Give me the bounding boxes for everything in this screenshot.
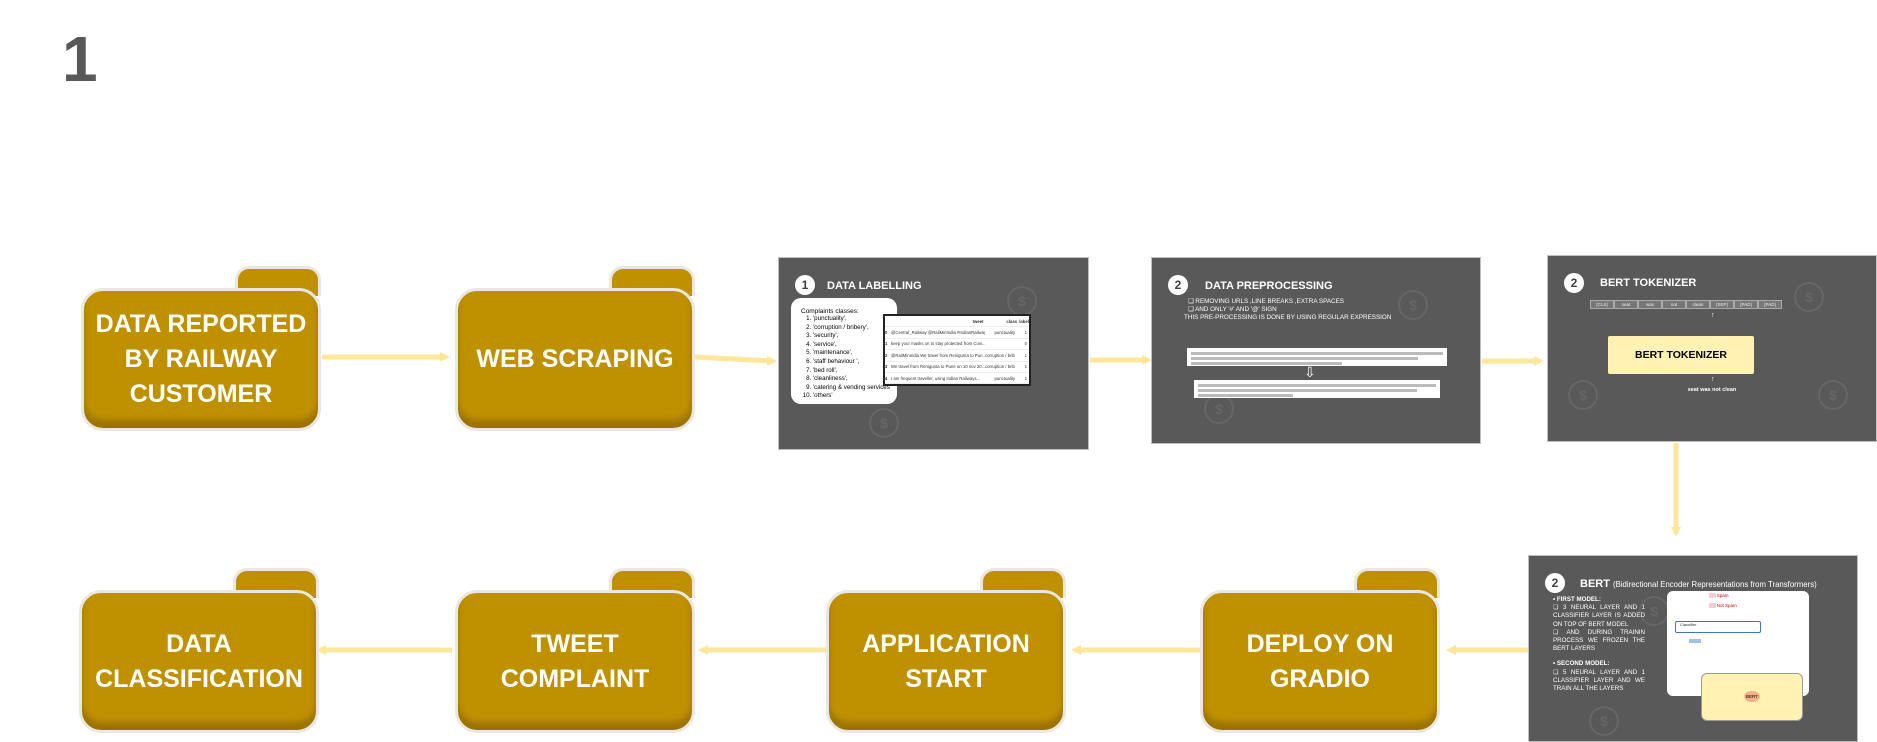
panel-bert: $ $ 2 BERT (Bidirectional Encoder Repres… bbox=[1528, 555, 1858, 742]
class-item: 'others' bbox=[813, 392, 897, 401]
folder-label: DEPLOY ON GRADIO bbox=[1246, 629, 1394, 693]
bert-architecture-diagram: Spam Not Spam Classifier BERT ... bbox=[1667, 591, 1809, 741]
token: was bbox=[1638, 300, 1662, 309]
down-arrow-icon: ⇩ bbox=[1304, 364, 1316, 380]
token: [PAD] bbox=[1734, 300, 1758, 309]
folder-label: DATA REPORTED BY RAILWAY CUSTOMER bbox=[95, 310, 307, 408]
tokenizer-input-text: seat was not clean bbox=[1687, 387, 1737, 393]
preprocessing-steps: ❏ REMOVING URLS ,LINE BREAKS ,EXTRA SPAC… bbox=[1184, 298, 1391, 322]
first-model-point: ❏ AND DURING TRAININ PROCESS WE FROZEN T… bbox=[1553, 628, 1645, 653]
table-header-cell: label bbox=[1019, 318, 1029, 324]
class-item: 'security', bbox=[813, 332, 897, 341]
class-item: 'corruption / bribery', bbox=[813, 324, 897, 333]
panel-title: DATA PREPROCESSING bbox=[1205, 280, 1333, 292]
class-item: 'bed roll', bbox=[813, 367, 897, 376]
folder-deploy-gradio: DEPLOY ON GRADIO bbox=[1200, 568, 1440, 733]
up-arrow-icon: ↑ bbox=[1711, 376, 1715, 383]
folder-application-start: APPLICATION START bbox=[826, 568, 1066, 733]
step-number: 2 bbox=[1168, 275, 1188, 295]
tokenizer-box: BERT TOKENIZER bbox=[1608, 336, 1754, 374]
folder-data-classification: DATA CLASSIFICATION bbox=[79, 568, 319, 733]
panel-title: BERT TOKENIZER bbox=[1600, 277, 1697, 289]
panel-title: BERT (Bidirectional Encoder Representati… bbox=[1580, 578, 1817, 590]
panel-title: DATA LABELLING bbox=[827, 280, 922, 292]
table-row: 3 We travel from Renigunta to Pune on 10… bbox=[885, 362, 1029, 373]
bert-model-description: • FIRST MODEL: ❏ 3 NEURAL LAYER AND 1 CL… bbox=[1553, 596, 1645, 693]
folder-label: DATA CLASSIFICATION bbox=[95, 629, 303, 693]
table-row: 1 keep your masks on to stay protected f… bbox=[885, 339, 1029, 351]
class-item: 'cleanliness', bbox=[813, 375, 897, 384]
panel-data-labelling: $ $ 1 DATA LABELLING Complaints classes:… bbox=[778, 257, 1089, 450]
table-header-cell: class bbox=[1006, 318, 1018, 324]
class-item: 'catering & vending services' bbox=[813, 384, 897, 393]
token: [SEP] bbox=[1710, 300, 1734, 309]
classes-header: Complaints classes: bbox=[801, 308, 859, 315]
first-model-title: • FIRST MODEL: bbox=[1553, 596, 1601, 603]
class-item: 'service', bbox=[813, 341, 897, 350]
token-sequence: [CLS] seat was not clean [SEP] [PAD] [PA… bbox=[1590, 300, 1782, 309]
preprocessing-note: THIS PRE-PROCESSING IS DONE BY USING REG… bbox=[1184, 314, 1392, 321]
up-arrow-icon: ↑ bbox=[1711, 312, 1715, 319]
table-row: 2 @RailMinIndia We travel from Renigunta… bbox=[885, 350, 1029, 362]
raw-tweet-sample bbox=[1187, 348, 1447, 366]
spam-label: Spam bbox=[1709, 593, 1729, 598]
token: [PAD] bbox=[1758, 300, 1782, 309]
table-row: 4 I am frequent traveller, using Indian … bbox=[885, 373, 1029, 385]
classes-list: 'punctuality', 'corruption / bribery', '… bbox=[791, 315, 897, 401]
folder-label: TWEET COMPLAINT bbox=[500, 629, 650, 693]
folder-data-reported: DATA REPORTED BY RAILWAY CUSTOMER bbox=[81, 266, 321, 431]
panel-data-preprocessing: $ $ 2 DATA PREPROCESSING ❏ REMOVING URLS… bbox=[1151, 257, 1481, 444]
classes-list-box: Complaints classes: 'punctuality', 'corr… bbox=[791, 298, 897, 404]
folder-web-scraping: WEB SCRAPING bbox=[455, 266, 695, 431]
bert-box: BERT bbox=[1701, 673, 1803, 721]
not-spam-label: Not Spam bbox=[1709, 603, 1737, 608]
table-header-row: tweet class label bbox=[885, 316, 1029, 328]
clean-tweet-sample bbox=[1194, 380, 1440, 398]
class-item: 'staff behaviour ', bbox=[813, 358, 897, 367]
token: clean bbox=[1686, 300, 1710, 309]
folder-label: WEB SCRAPING bbox=[476, 345, 674, 373]
panel-bert-tokenizer: $ $ $ 2 BERT TOKENIZER [CLS] seat was no… bbox=[1547, 255, 1877, 442]
second-model-point: ❏ 5 NEURAL LAYER AND 1 CLASSIFIER LAYER … bbox=[1553, 668, 1645, 693]
ellipsis: ... bbox=[1785, 737, 1792, 742]
class-item: 'punctuality', bbox=[813, 315, 897, 324]
labelled-data-table: tweet class label 0 @Central_Railway @Ra… bbox=[883, 314, 1031, 386]
first-model-point: ❏ 3 NEURAL LAYER AND 1 CLASSIFIER LAYER … bbox=[1553, 604, 1645, 628]
folder-tweet-complaint: TWEET COMPLAINT bbox=[455, 568, 695, 733]
table-header-cell: tweet bbox=[972, 318, 984, 324]
classifier-box: Classifier bbox=[1675, 621, 1761, 633]
class-item: 'maintenance', bbox=[813, 349, 897, 358]
preprocessing-bullet: ❏ AND ONLY '#' AND '@' SIGN bbox=[1188, 306, 1277, 313]
folder-label: APPLICATION START bbox=[862, 629, 1030, 693]
arrow-2 bbox=[694, 354, 777, 366]
step-number: 1 bbox=[795, 275, 815, 295]
token: seat bbox=[1614, 300, 1638, 309]
table-row: 0 @Central_Railway @RailMinIndia #Indian… bbox=[885, 327, 1029, 339]
step-number: 2 bbox=[1545, 573, 1565, 593]
second-model-title: • SECOND MODEL: bbox=[1553, 660, 1610, 668]
slide-number: 1 bbox=[62, 23, 98, 95]
token: [CLS] bbox=[1590, 300, 1614, 309]
step-number: 2 bbox=[1564, 273, 1584, 293]
token: not bbox=[1662, 300, 1686, 309]
preprocessing-bullet: ❏ REMOVING URLS ,LINE BREAKS ,EXTRA SPAC… bbox=[1188, 298, 1345, 305]
